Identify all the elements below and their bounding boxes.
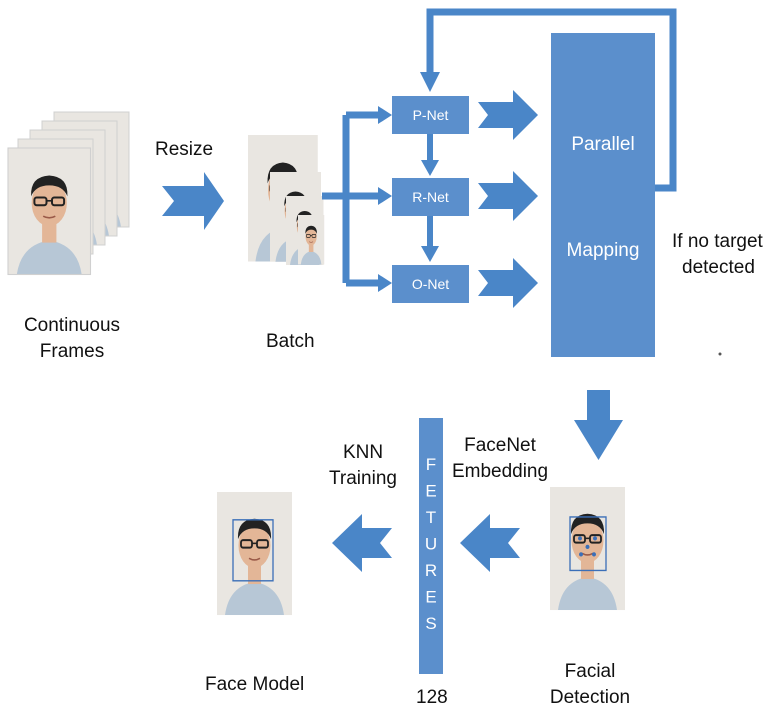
features-letter: F (426, 455, 436, 474)
features-letter: R (425, 561, 437, 580)
continuous-frames-label: Continuous Frames (12, 313, 132, 365)
features-letter: S (425, 614, 436, 633)
knn-line-2: Training (329, 468, 397, 489)
face-model-label: Face Model (205, 674, 305, 695)
onet-block (392, 265, 469, 303)
facial-detection-photo (549, 486, 626, 612)
facenet-line-2: Embedding (451, 461, 549, 482)
onet-label: O-Net (412, 276, 449, 292)
face-model-photo (216, 491, 293, 617)
facenet-label: FaceNet Embedding (440, 433, 560, 485)
features-to-model-arrow (332, 514, 392, 572)
feedback-arrowhead (420, 72, 440, 92)
features-letter: T (426, 508, 436, 527)
pnet-label: P-Net (413, 107, 449, 123)
continuous-frames-stack (7, 111, 130, 276)
feedback-loop-line (426, 8, 677, 192)
connector-arrowheads (378, 106, 392, 292)
knn-label: KNN Training (318, 440, 408, 492)
rnet-label: R-Net (412, 189, 449, 205)
rnet-block (392, 178, 469, 216)
batch-label: Batch (266, 331, 315, 352)
features-letter: E (425, 588, 436, 607)
mapping-to-detection-arrow (574, 390, 623, 460)
batch-to-nets-connectors (322, 111, 380, 287)
no-target-line-1: If no target (672, 231, 763, 252)
nets-to-mapping-arrows (478, 90, 538, 308)
resize-arrow (162, 172, 224, 230)
facial-line-2: Detection (549, 687, 631, 708)
continuous-line-2: Frames (39, 341, 105, 362)
facial-line-1: Facial (564, 661, 616, 682)
mapping-label: Mapping (567, 240, 640, 261)
features-bar (419, 418, 443, 674)
features-letter: U (425, 535, 437, 554)
resize-label: Resize (155, 139, 214, 160)
parallel-mapping-block (551, 33, 655, 357)
batch-image-pyramid (247, 134, 325, 266)
pnet-block (392, 96, 469, 134)
knn-line-1: KNN (342, 442, 384, 463)
no-target-label: If no target detected (672, 229, 763, 281)
parallel-label: Parallel (571, 134, 634, 155)
net-cascade-arrows (421, 134, 439, 262)
detection-to-features-arrow (460, 514, 520, 572)
facial-detection-label: Facial Detection (535, 659, 645, 711)
stray-dot (718, 352, 722, 356)
facenet-line-1: FaceNet (464, 435, 536, 456)
no-target-line-2: detected (682, 257, 755, 278)
features-letter: E (425, 482, 436, 501)
continuous-line-1: Continuous (23, 315, 121, 336)
feature-dim-label: 128 (416, 687, 448, 708)
